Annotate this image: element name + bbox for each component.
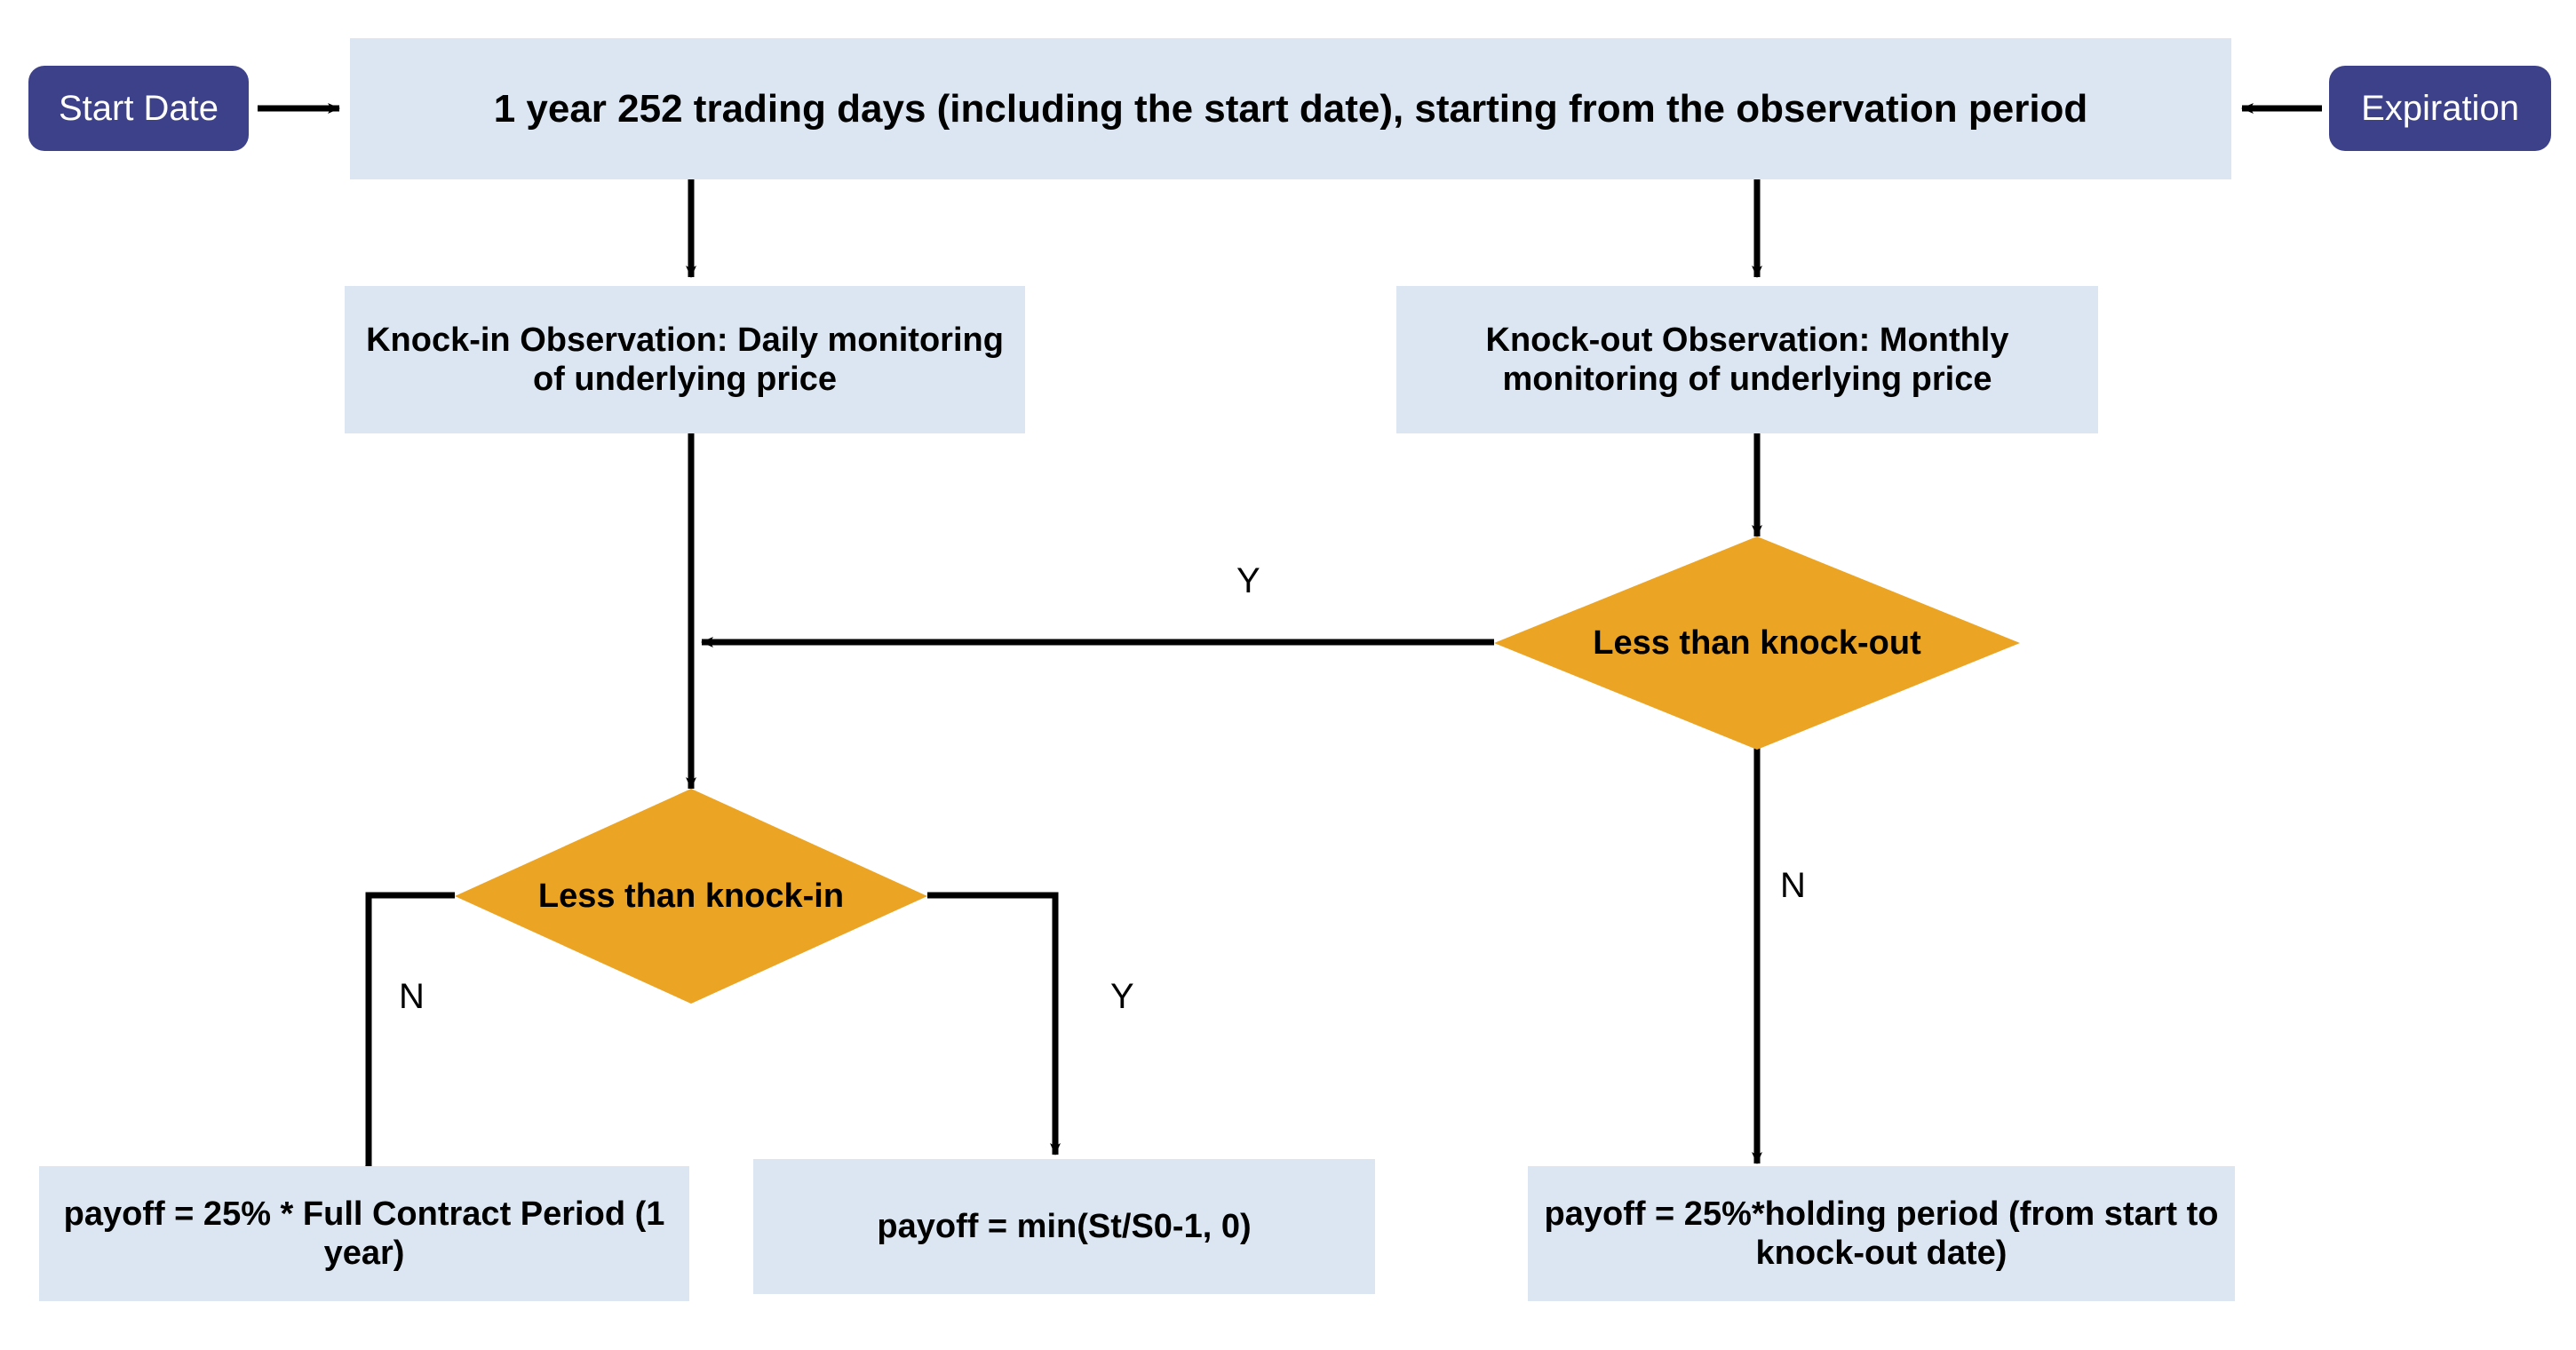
edge-knockin-no [354,892,455,1176]
knock-in-observation-label: Knock-in Observation: Daily monitoring o… [366,321,1004,398]
less-than-knock-in-label: Less than knock-in [537,877,845,915]
edge-label-knock-in-no: N [399,977,425,1016]
edge-label-knock-out-yes: Y [1236,561,1260,600]
node-payoff-min[interactable]: payoff = min(St/S0-1, 0) [753,1159,1375,1294]
node-knock-out-observation[interactable]: Knock-out Observation: Monthly monitorin… [1396,286,2098,433]
node-payoff-full-contract[interactable]: payoff = 25% * Full Contract Period (1 y… [39,1166,689,1301]
knock-out-observation-label: Knock-out Observation: Monthly monitorin… [1485,321,2009,398]
node-observation-period[interactable]: 1 year 252 trading days (including the s… [350,38,2231,179]
node-expiration[interactable]: Expiration [2329,66,2551,151]
expiration-label: Expiration [2361,88,2519,128]
edge-label-knock-out-no: N [1780,866,1806,905]
payoff-full-contract-label: payoff = 25% * Full Contract Period (1 y… [63,1195,665,1272]
node-payoff-holding[interactable]: payoff = 25%*holding period (from start … [1528,1166,2235,1301]
payoff-holding-label: payoff = 25%*holding period (from start … [1544,1195,2219,1272]
node-less-than-knock-in[interactable]: Less than knock-in [455,789,927,1004]
observation-period-label: 1 year 252 trading days (including the s… [493,86,2088,131]
node-knock-in-observation[interactable]: Knock-in Observation: Daily monitoring o… [345,286,1025,433]
less-than-knock-out-label: Less than knock-out [1593,623,1921,662]
node-start-date[interactable]: Start Date [28,66,249,151]
start-date-label: Start Date [58,88,219,128]
payoff-min-label: payoff = min(St/S0-1, 0) [877,1207,1252,1245]
edge-knockin-yes [927,892,1061,1155]
edge-label-knock-in-yes: Y [1110,977,1134,1016]
node-less-than-knock-out[interactable]: Less than knock-out [1494,536,2020,750]
